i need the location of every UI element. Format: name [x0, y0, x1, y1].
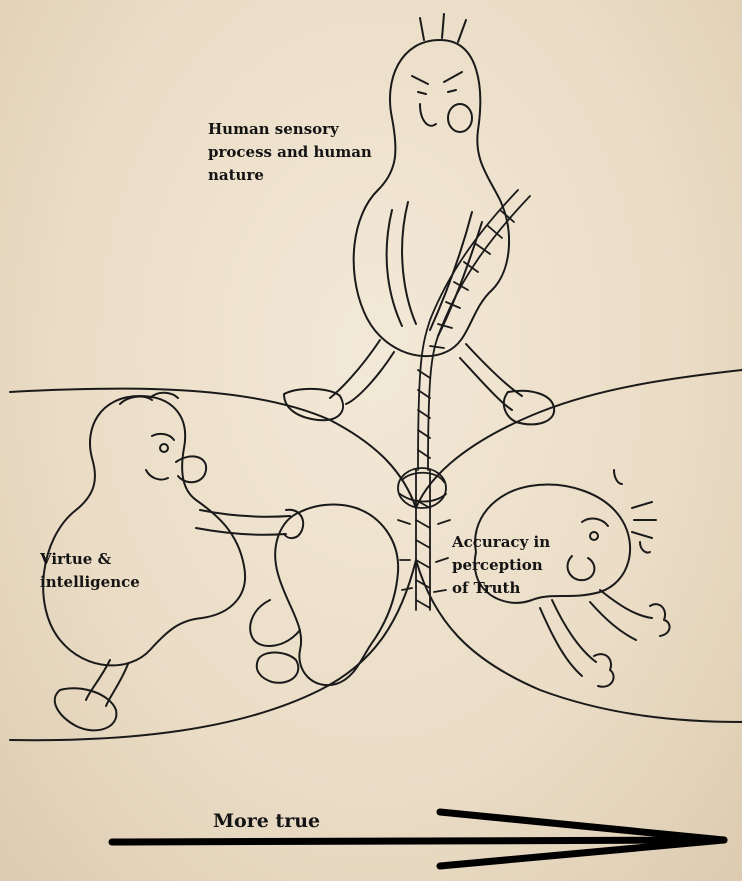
label-accuracy-perception: Accuracy in perception of Truth: [452, 531, 582, 600]
middle-figure: [250, 505, 398, 686]
top-figure: [284, 14, 554, 424]
label-virtue-intelligence: Virtue & intelligence: [40, 548, 190, 594]
label-more-true: More true: [213, 808, 320, 834]
more-true-arrow: [112, 812, 724, 866]
label-human-sensory-process: Human sensory process and human nature: [208, 118, 408, 187]
